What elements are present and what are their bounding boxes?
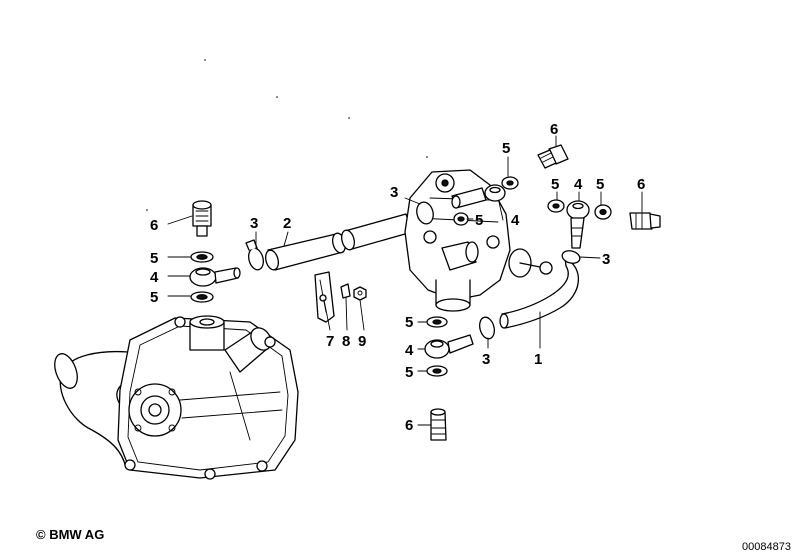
callout-4-housing: 4 xyxy=(511,212,520,229)
lock-washer xyxy=(340,283,351,299)
washer-lower-lower xyxy=(426,365,448,377)
callout-5-top: 5 xyxy=(502,140,510,157)
banjo-fitting-left xyxy=(189,267,241,287)
mounting-bracket xyxy=(314,271,335,323)
coolant-hose-straight xyxy=(265,213,413,271)
hose-clamp-lower xyxy=(479,316,495,340)
washer-housing-b xyxy=(453,212,469,226)
water-pump-housing xyxy=(54,315,299,480)
washer-housing-d xyxy=(594,204,612,220)
coolant-hose-curved xyxy=(499,257,580,329)
background-dots xyxy=(146,59,428,211)
document-id: 00084873 xyxy=(742,541,791,553)
banjo-fitting-lower xyxy=(424,334,474,359)
banjo-fitting-upper xyxy=(484,184,506,202)
callout-4-lower: 4 xyxy=(405,342,414,359)
callout-5-lower-upper: 5 xyxy=(405,314,413,331)
callout-6-top: 6 xyxy=(550,121,558,138)
callout-3-right: 3 xyxy=(602,251,610,268)
leader-lines xyxy=(167,135,643,426)
callout-1-hose: 1 xyxy=(534,351,542,368)
callout-4-left: 4 xyxy=(150,269,159,286)
callout-8-washer: 8 xyxy=(342,333,350,350)
callout-7-bracket: 7 xyxy=(326,333,334,350)
washer-left-lower xyxy=(190,291,214,303)
banjo-bolt-right xyxy=(629,212,661,230)
callout-3-upper: 3 xyxy=(390,184,398,201)
callout-6-left: 6 xyxy=(150,217,158,234)
callout-5-left-upper: 5 xyxy=(150,250,158,267)
banjo-bolt-bottom xyxy=(430,408,447,441)
callout-2-hose: 2 xyxy=(283,215,291,232)
callout-9-nut: 9 xyxy=(358,333,366,350)
callout-5-left-lower: 5 xyxy=(150,289,158,306)
hose-clamp-right xyxy=(561,250,581,264)
callout-6-bottom: 6 xyxy=(405,417,413,434)
copyright-notice: © BMW AG xyxy=(36,527,105,542)
callout-3-lower: 3 xyxy=(482,351,490,368)
hose-clamp-upper xyxy=(416,201,434,225)
callout-5-far-right: 5 xyxy=(596,176,604,193)
washer-lower-upper xyxy=(426,316,448,328)
washer-housing-a xyxy=(501,176,519,190)
callout-6-far-right: 6 xyxy=(637,176,645,193)
washer-left-upper xyxy=(190,251,214,263)
callout-5-mid-right: 5 xyxy=(551,176,559,193)
banjo-elbow-right xyxy=(566,200,590,249)
callout-3-left: 3 xyxy=(250,215,258,232)
callouts: 6 5 4 5 3 2 7 8 9 3 5 6 5 4 5 6 5 4 3 1 … xyxy=(150,121,645,434)
upper-hose-stub xyxy=(451,187,487,209)
banjo-bolt-left xyxy=(192,200,212,237)
washer-housing-c xyxy=(547,199,565,213)
banjo-bolt-top xyxy=(537,144,569,169)
callout-4-right: 4 xyxy=(574,176,583,193)
hex-nut xyxy=(353,286,367,301)
hose-clamp-left xyxy=(245,239,264,271)
callout-5-lower-lower: 5 xyxy=(405,364,413,381)
callout-5-housing: 5 xyxy=(475,212,483,229)
